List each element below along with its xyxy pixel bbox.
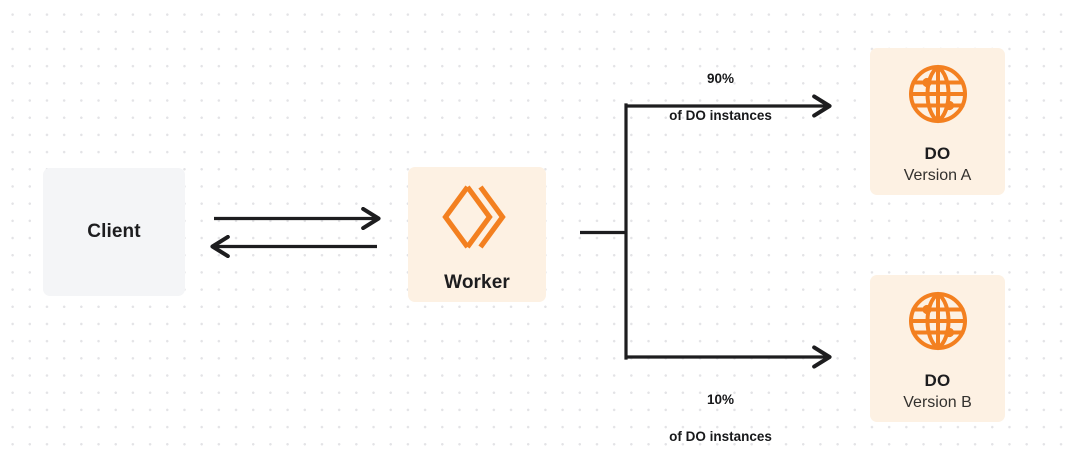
- client-label: Client: [87, 221, 141, 242]
- edge-label-do-b-caption: of DO instances: [669, 429, 772, 445]
- globe-icon: [906, 62, 970, 126]
- diagram-canvas: 90% of DO instances 10% of DO instances …: [0, 0, 1072, 452]
- do-a-title: DO: [924, 144, 951, 163]
- node-do-version-b[interactable]: DO Version B: [870, 275, 1005, 422]
- node-do-version-a[interactable]: DO Version A: [870, 48, 1005, 195]
- edge-label-do-a-percent: 90%: [706, 71, 735, 87]
- edge-label-do-b-percent: 10%: [706, 392, 735, 408]
- globe-icon: [906, 289, 970, 353]
- worker-label: Worker: [444, 271, 510, 293]
- node-client[interactable]: Client: [43, 168, 185, 296]
- edge-label-do-b: 10% of DO instances: [628, 373, 813, 465]
- do-a-subtitle: Version A: [903, 167, 972, 184]
- edge-label-do-a-caption: of DO instances: [669, 108, 772, 124]
- edge-label-do-a: 90% of DO instances: [628, 52, 813, 144]
- do-b-subtitle: Version B: [903, 394, 972, 411]
- node-worker[interactable]: Worker: [408, 167, 546, 302]
- do-b-title: DO: [924, 371, 951, 390]
- cloudflare-workers-logo-icon: [440, 182, 514, 252]
